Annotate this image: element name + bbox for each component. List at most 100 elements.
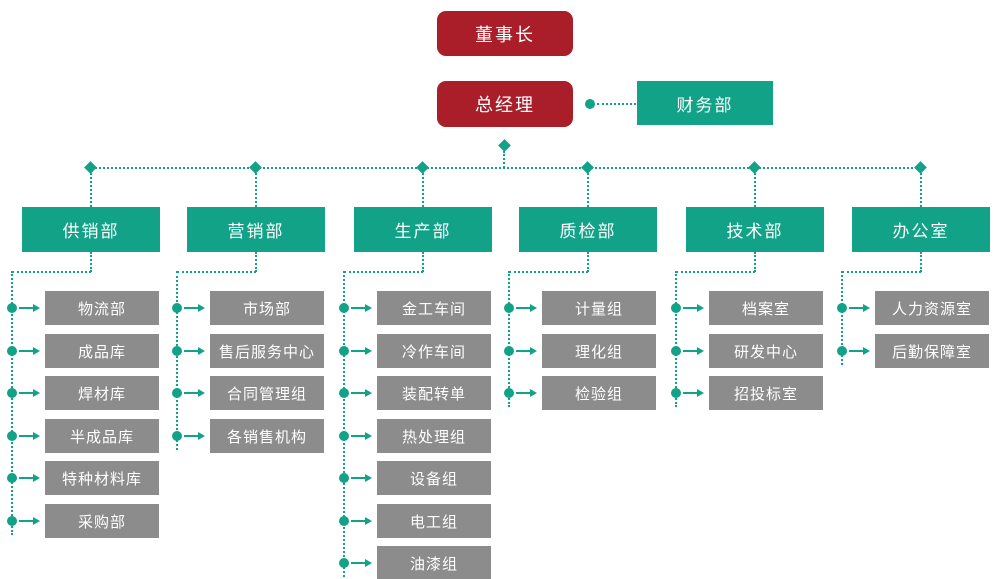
- node-unit-1-1: 售后服务中心: [210, 334, 324, 368]
- connector-arrow-child: [19, 304, 40, 312]
- connector-elbow-horizontal: [676, 271, 755, 273]
- connector-dot-child: [339, 431, 349, 441]
- connector-diamond-dept: [249, 161, 262, 174]
- connector-diamond-dept: [416, 161, 429, 174]
- connector-arrow-child: [19, 347, 40, 355]
- connector-elbow-horizontal: [344, 271, 423, 273]
- connector-dot-child: [837, 303, 847, 313]
- connector-dot-child: [671, 388, 681, 398]
- node-unit-5-0: 人力资源室: [875, 291, 989, 325]
- connector-spine: [176, 271, 178, 450]
- node-unit-2-3: 热处理组: [377, 419, 491, 453]
- connector-arrow-child: [184, 432, 205, 440]
- connector-vline-dept: [422, 173, 424, 207]
- connector-elbow-drop: [587, 252, 589, 272]
- connector-dot-child: [504, 346, 514, 356]
- node-chairman: 董事长: [437, 11, 573, 56]
- connector-diamond-dept: [84, 161, 97, 174]
- connector-vline-dept: [587, 173, 589, 207]
- connector-dot-child: [172, 303, 182, 313]
- connector-arrow-child: [184, 304, 205, 312]
- node-unit-0-1: 成品库: [45, 334, 159, 368]
- node-unit-2-2: 装配转单: [377, 376, 491, 410]
- connector-vline-dept: [255, 173, 257, 207]
- connector-arrow-child: [351, 559, 372, 567]
- connector-elbow-drop: [920, 252, 922, 272]
- connector-elbow-drop: [754, 252, 756, 272]
- connector-vline-gm: [503, 151, 505, 168]
- node-unit-2-6: 油漆组: [377, 546, 491, 579]
- connector-arrow-child: [19, 474, 40, 482]
- connector-dot-child: [339, 346, 349, 356]
- connector-dot-child: [7, 346, 17, 356]
- connector-line-gm-finance: [597, 103, 636, 105]
- connector-dot-child: [7, 303, 17, 313]
- connector-diamond-gm: [498, 139, 511, 152]
- connector-dot-child: [504, 303, 514, 313]
- connector-dot-child: [7, 431, 17, 441]
- connector-dot-child: [172, 388, 182, 398]
- connector-dot-child: [7, 388, 17, 398]
- node-department-4: 技术部: [686, 207, 824, 252]
- connector-arrow-child: [849, 347, 870, 355]
- connector-diamond-dept: [748, 161, 761, 174]
- connector-spine: [343, 271, 345, 577]
- connector-arrow-child: [351, 347, 372, 355]
- node-unit-1-3: 各销售机构: [210, 419, 324, 453]
- connector-elbow-drop: [255, 252, 257, 272]
- connector-main-rail: [91, 167, 921, 169]
- connector-elbow-drop: [422, 252, 424, 272]
- node-unit-0-3: 半成品库: [45, 419, 159, 453]
- node-department-3: 质检部: [519, 207, 657, 252]
- node-unit-2-1: 冷作车间: [377, 334, 491, 368]
- connector-dot-child: [339, 516, 349, 526]
- connector-spine: [675, 271, 677, 407]
- connector-arrow-child: [516, 389, 537, 397]
- connector-dot-gm-finance: [585, 99, 595, 109]
- connector-arrow-child: [516, 304, 537, 312]
- node-unit-0-4: 特种材料库: [45, 461, 159, 495]
- node-unit-5-1: 后勤保障室: [875, 334, 989, 368]
- node-department-0: 供销部: [22, 207, 160, 252]
- node-unit-2-0: 金工车间: [377, 291, 491, 325]
- node-unit-2-5: 电工组: [377, 504, 491, 538]
- connector-diamond-dept: [914, 161, 927, 174]
- connector-spine: [841, 271, 843, 365]
- connector-arrow-child: [683, 347, 704, 355]
- connector-spine: [508, 271, 510, 407]
- connector-dot-child: [172, 346, 182, 356]
- connector-arrow-child: [683, 389, 704, 397]
- connector-arrow-child: [351, 474, 372, 482]
- connector-arrow-child: [516, 347, 537, 355]
- connector-elbow-horizontal: [509, 271, 588, 273]
- connector-elbow-horizontal: [177, 271, 256, 273]
- connector-arrow-child: [683, 304, 704, 312]
- node-unit-3-1: 理化组: [542, 334, 656, 368]
- node-department-1: 营销部: [187, 207, 325, 252]
- connector-arrow-child: [351, 389, 372, 397]
- node-unit-4-2: 招投标室: [709, 376, 823, 410]
- connector-vline-dept: [754, 173, 756, 207]
- connector-dot-child: [671, 346, 681, 356]
- connector-dot-child: [504, 388, 514, 398]
- connector-arrow-child: [849, 304, 870, 312]
- connector-arrow-child: [184, 389, 205, 397]
- connector-dot-child: [7, 473, 17, 483]
- connector-dot-child: [339, 303, 349, 313]
- node-unit-0-5: 采购部: [45, 504, 159, 538]
- connector-dot-child: [339, 558, 349, 568]
- node-unit-3-0: 计量组: [542, 291, 656, 325]
- connector-spine: [11, 271, 13, 535]
- connector-dot-child: [172, 431, 182, 441]
- connector-arrow-child: [351, 432, 372, 440]
- connector-dot-child: [339, 388, 349, 398]
- node-unit-4-1: 研发中心: [709, 334, 823, 368]
- connector-dot-child: [671, 303, 681, 313]
- node-department-2: 生产部: [354, 207, 492, 252]
- connector-elbow-horizontal: [842, 271, 921, 273]
- connector-vline-dept: [90, 173, 92, 207]
- node-unit-2-4: 设备组: [377, 461, 491, 495]
- connector-dot-child: [339, 473, 349, 483]
- node-unit-0-2: 焊材库: [45, 376, 159, 410]
